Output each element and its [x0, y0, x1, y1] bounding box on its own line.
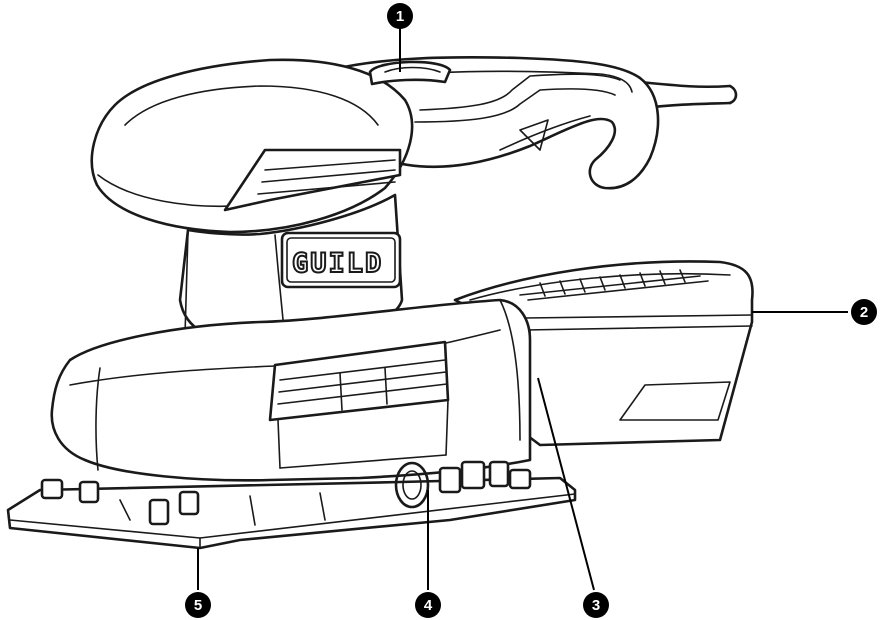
- paper-clamp-lever: [394, 461, 430, 509]
- callout-number-3: 3: [592, 597, 600, 614]
- upper-housing: [90, 58, 452, 234]
- callout-number-2: 2: [860, 304, 868, 321]
- callout-badge-5: 5: [185, 592, 211, 618]
- base-plate-clamps: [40, 460, 532, 526]
- callout-number-1: 1: [396, 8, 404, 25]
- callout-number-5: 5: [194, 597, 202, 614]
- callout-badge-4: 4: [415, 592, 441, 618]
- callout-number-4: 4: [424, 597, 433, 614]
- brand-logo-text: GUILD: [292, 248, 383, 279]
- leader-line-3: [537, 377, 595, 591]
- lower-housing: [50, 298, 532, 482]
- callout-badge-3: 3: [583, 592, 609, 618]
- leader-lines: [197, 28, 848, 591]
- dust-box-ribs: [519, 269, 709, 301]
- callout-badge-1: 1: [387, 3, 413, 29]
- brand-logo: GUILD: [280, 231, 402, 289]
- base-plate: [6, 460, 577, 550]
- callout-badge-2: 2: [851, 299, 877, 325]
